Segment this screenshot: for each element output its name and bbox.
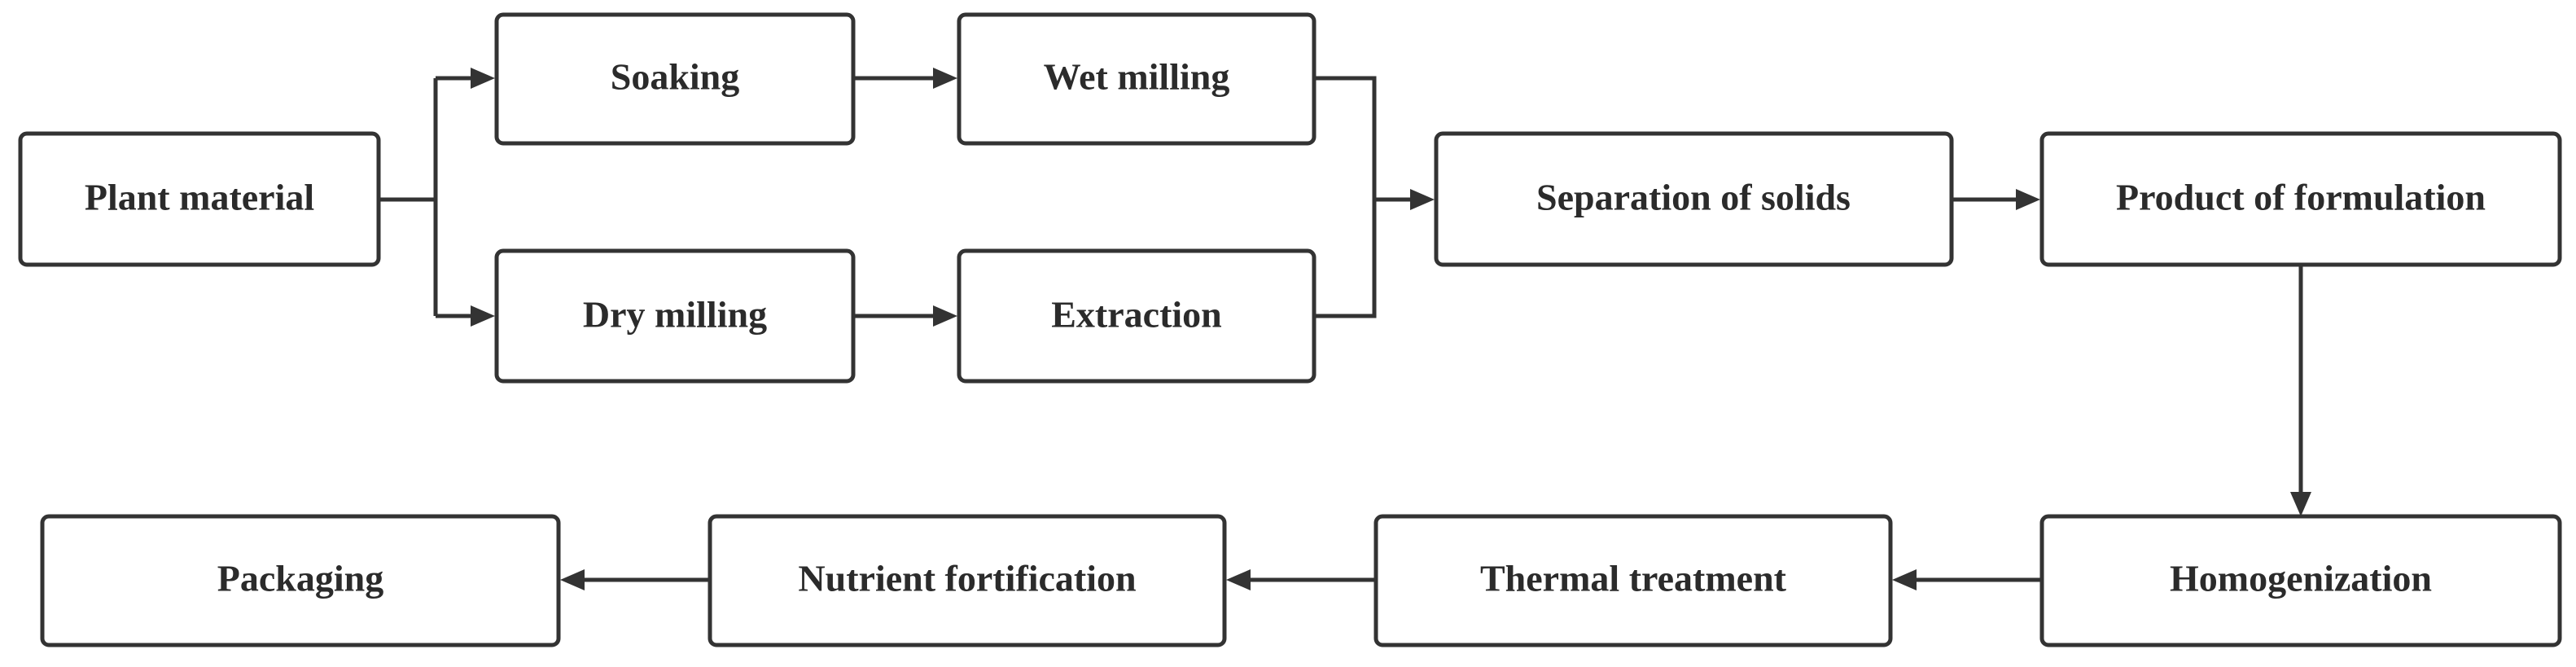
node-label-extraction: Extraction (1051, 294, 1222, 336)
connectors (379, 68, 2311, 590)
node-label-thermal-treatment: Thermal treatment (1480, 558, 1787, 599)
node-label-soaking: Soaking (611, 56, 740, 98)
node-label-product-of-formulation: Product of formulation (2116, 177, 2486, 218)
node-label-separation-of-solids: Separation of solids (1536, 177, 1851, 218)
node-label-dry-milling: Dry milling (583, 294, 767, 336)
node-homogenization: Homogenization (2039, 514, 2562, 647)
arrowhead-to-separation (1410, 189, 1435, 210)
node-product-of-formulation: Product of formulation (2039, 131, 2562, 267)
arrowhead-to-soaking (471, 68, 495, 89)
node-label-homogenization: Homogenization (2170, 558, 2432, 599)
node-thermal-treatment: Thermal treatment (1373, 514, 1893, 647)
arrowhead-to-dry-milling (471, 305, 495, 327)
connector-plant-material-split (379, 78, 438, 316)
node-dry-milling: Dry milling (494, 248, 856, 384)
arrowhead-to-wet-milling (933, 68, 957, 89)
arrowhead-to-nutrient (1226, 569, 1251, 590)
arrowhead-to-homogenization (2290, 492, 2311, 516)
node-wet-milling: Wet milling (957, 12, 1316, 146)
node-label-packaging: Packaging (217, 558, 383, 599)
arrowhead-to-thermal (1892, 569, 1917, 590)
node-label-plant-material: Plant material (85, 177, 314, 218)
node-packaging: Packaging (40, 514, 561, 647)
node-label-wet-milling: Wet milling (1044, 56, 1230, 98)
connector-merge-to-separation (1314, 76, 1412, 318)
node-label-nutrient-fortification: Nutrient fortification (798, 558, 1136, 599)
node-soaking: Soaking (494, 12, 856, 146)
arrowhead-to-product (2016, 189, 2040, 210)
node-nutrient-fortification: Nutrient fortification (708, 514, 1227, 647)
arrowhead-to-extraction (933, 305, 957, 327)
node-plant-material: Plant material (18, 131, 381, 267)
arrowhead-to-packaging (560, 569, 585, 590)
node-separation-of-solids: Separation of solids (1434, 131, 1954, 267)
node-extraction: Extraction (957, 248, 1316, 384)
